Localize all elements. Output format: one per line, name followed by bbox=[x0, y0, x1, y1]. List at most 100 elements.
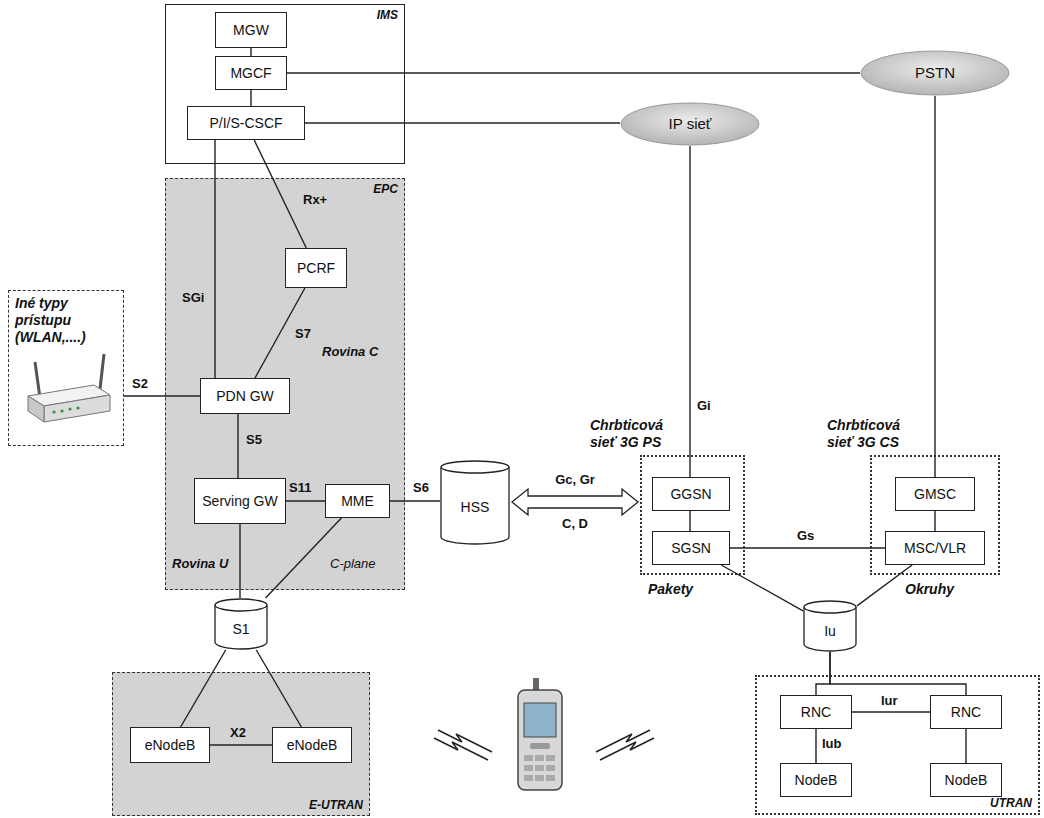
interface-name: S1 bbox=[229, 621, 252, 637]
network-region: EPC PCRF PDN GW Serving GW MME bbox=[165, 178, 405, 590]
interface-line bbox=[181, 650, 226, 727]
network-element-box: eNodeB bbox=[130, 727, 210, 763]
region-heading: UTRAN bbox=[990, 796, 1032, 810]
network-cloud: PSTN bbox=[860, 50, 1010, 96]
element-name: GGSN bbox=[667, 486, 714, 502]
element-name: eNodeB bbox=[284, 737, 341, 753]
plane-label: Okruhy bbox=[905, 582, 954, 597]
interface-cylinder: Iu bbox=[803, 600, 857, 652]
element-name: MGW bbox=[230, 22, 272, 38]
interface-arrow bbox=[512, 489, 638, 515]
interface-line bbox=[390, 500, 440, 501]
interface-label: S5 bbox=[246, 432, 262, 447]
interface-line bbox=[689, 511, 690, 531]
radio-link-symbol bbox=[434, 730, 654, 760]
mobile-phone bbox=[518, 678, 562, 790]
interface-label: Iur bbox=[881, 693, 898, 708]
network-element-box: NodeB bbox=[780, 763, 852, 797]
network-region: E-UTRAN eNodeB eNodeB bbox=[112, 672, 370, 816]
network-element-box: GMSC bbox=[895, 477, 975, 511]
interface-cylinder: S1 bbox=[214, 598, 268, 650]
interface-line bbox=[210, 744, 272, 745]
interface-label: SGi bbox=[182, 290, 204, 305]
interface-line bbox=[256, 650, 301, 727]
interface-line bbox=[286, 500, 325, 501]
interface-line bbox=[721, 565, 803, 611]
element-name: PCRF bbox=[294, 260, 338, 276]
network-element-box: Serving GW bbox=[194, 478, 286, 524]
region-heading: IMS bbox=[377, 8, 398, 22]
region-heading: EPC bbox=[373, 182, 398, 196]
network-element-box: RNC bbox=[780, 695, 852, 729]
interface-label: S11 bbox=[289, 480, 311, 495]
interface-cylinder: HSS bbox=[440, 460, 510, 545]
router-illustration bbox=[28, 354, 110, 422]
plane-label: Pakety bbox=[648, 582, 693, 597]
network-region: Chrbticová sieť 3G PSGGSNSGSN bbox=[640, 455, 745, 575]
interface-line bbox=[239, 524, 240, 598]
plane-label: Rovina U bbox=[172, 556, 228, 571]
element-name: Serving GW bbox=[199, 493, 280, 509]
region-heading: E-UTRAN bbox=[309, 798, 363, 812]
interface-line bbox=[254, 140, 306, 248]
interface-line bbox=[830, 652, 966, 695]
interface-label: S2 bbox=[132, 376, 148, 391]
interface-name: Iu bbox=[821, 623, 839, 639]
element-name: NodeB bbox=[942, 772, 991, 788]
interface-line bbox=[250, 48, 251, 56]
interface-line bbox=[816, 652, 830, 695]
network-element-box: PCRF bbox=[285, 248, 347, 288]
interface-label: Rx+ bbox=[303, 192, 327, 207]
element-name: SGSN bbox=[668, 540, 714, 556]
interface-label: Gs bbox=[797, 528, 814, 543]
element-name: PDN GW bbox=[213, 388, 277, 404]
interface-label: S7 bbox=[295, 326, 311, 341]
network-element-box: MGW bbox=[215, 12, 287, 48]
element-name: IP sieť bbox=[666, 115, 715, 132]
element-name: MME bbox=[338, 493, 377, 509]
interface-label: Gc, Gr C, D bbox=[549, 458, 601, 546]
interface-line bbox=[689, 146, 690, 477]
region-heading: Chrbticová sieť 3G CS bbox=[827, 417, 923, 451]
network-element-box: GGSN bbox=[652, 477, 730, 511]
element-name: MSC/VLR bbox=[901, 540, 969, 556]
network-region: Iné typy prístupu (WLAN,....) bbox=[8, 290, 124, 446]
interface-line bbox=[965, 729, 966, 763]
interface-line bbox=[857, 565, 912, 606]
plane-label: Rovina C bbox=[322, 344, 378, 359]
interface-name: HSS bbox=[458, 499, 493, 515]
plane-label: C-plane bbox=[330, 556, 376, 571]
interface-line bbox=[730, 547, 885, 548]
region-heading: Chrbticová sieť 3G PS bbox=[590, 417, 686, 451]
element-name: RNC bbox=[948, 704, 984, 720]
interface-label: Iub bbox=[822, 736, 842, 751]
network-element-box: P/I/S-CSCF bbox=[187, 106, 305, 140]
interface-line bbox=[305, 122, 620, 123]
element-name: RNC bbox=[798, 704, 834, 720]
interface-line bbox=[237, 414, 238, 478]
interface-label: S6 bbox=[413, 480, 429, 495]
network-element-box: MGCF bbox=[215, 56, 287, 90]
element-name: PSTN bbox=[912, 64, 958, 81]
interface-line bbox=[934, 96, 935, 477]
element-name: NodeB bbox=[792, 772, 841, 788]
network-element-box: MSC/VLR bbox=[885, 531, 985, 565]
element-name: P/I/S-CSCF bbox=[206, 115, 285, 131]
interface-line bbox=[287, 72, 860, 73]
interface-line bbox=[124, 395, 200, 396]
element-name: eNodeB bbox=[142, 737, 199, 753]
interface-label: Gi bbox=[697, 398, 711, 413]
network-region: IMS MGW MGCF P/I/S-CSCF bbox=[165, 4, 405, 164]
interface-line bbox=[815, 729, 816, 763]
element-name: MGCF bbox=[227, 65, 274, 81]
network-element-box: RNC bbox=[930, 695, 1002, 729]
interface-label: X2 bbox=[230, 725, 246, 740]
network-element-box: PDN GW bbox=[200, 378, 290, 414]
interface-line bbox=[250, 90, 251, 106]
element-name: GMSC bbox=[911, 486, 959, 502]
network-element-box: NodeB bbox=[930, 763, 1002, 797]
network-cloud: IP sieť bbox=[620, 102, 760, 146]
network-element-box: eNodeB bbox=[272, 727, 352, 763]
network-element-box: SGSN bbox=[652, 531, 730, 565]
interface-line bbox=[852, 711, 930, 712]
